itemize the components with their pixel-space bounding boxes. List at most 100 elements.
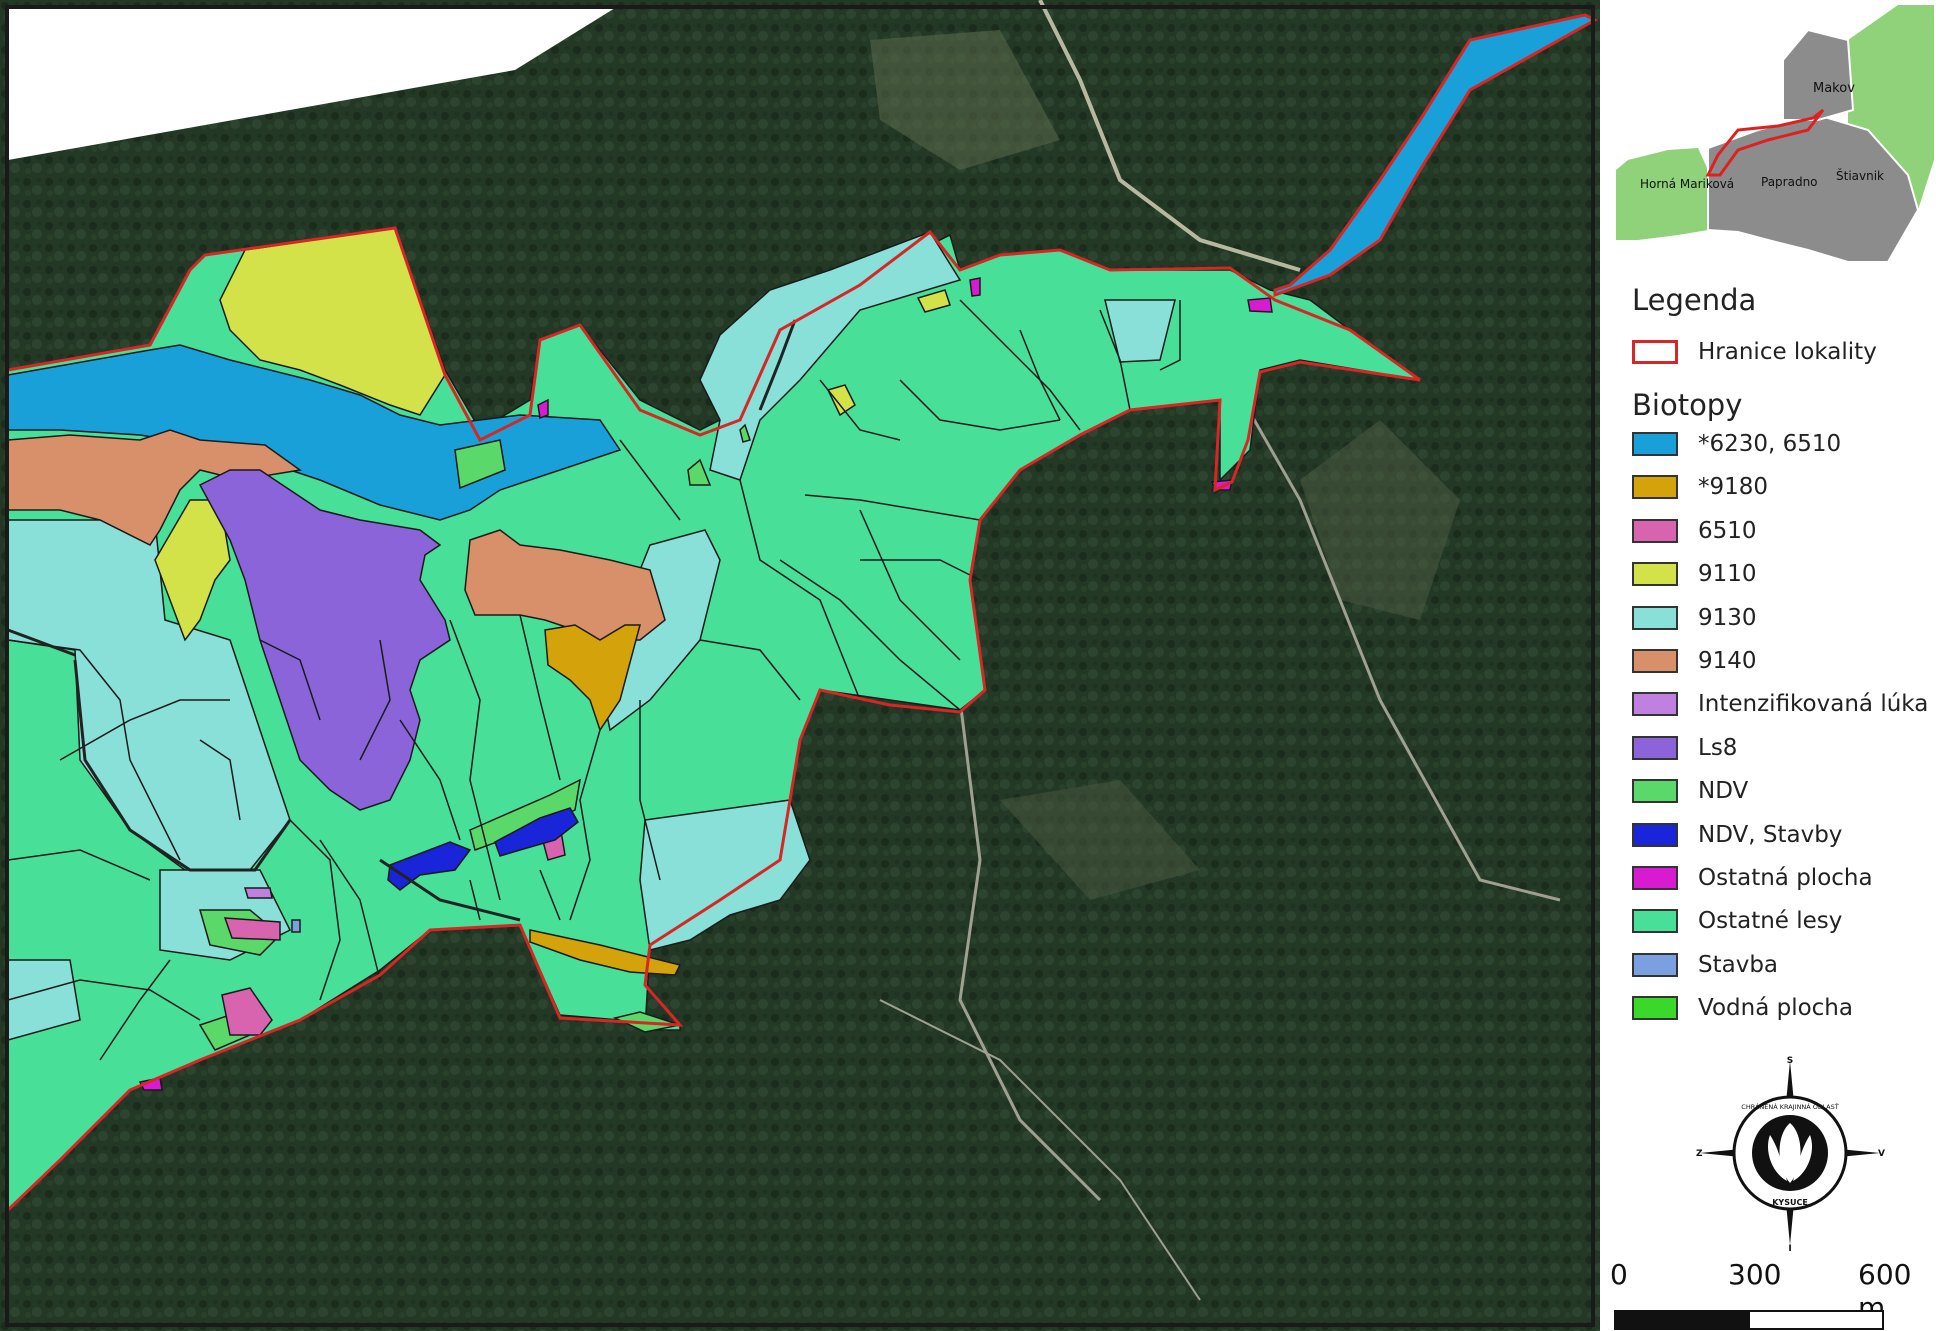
legend-swatch	[1632, 649, 1678, 673]
forest-road	[958, 699, 1102, 1202]
compass-label-west: Z	[1696, 1149, 1703, 1159]
legend-swatch	[1632, 736, 1678, 760]
legend-label: Ostatné lesy	[1698, 908, 1843, 934]
compass-emblem-leaf	[1779, 1123, 1801, 1183]
forest-road	[1218, 359, 1561, 902]
habitat-9130[interactable]	[639, 799, 811, 951]
habitat-ndv-stavby[interactable]	[494, 807, 579, 857]
inset-route	[1705, 108, 1825, 177]
habitat-intenzifikovana-luka[interactable]	[243, 887, 273, 899]
habitat-ndv[interactable]	[739, 423, 751, 443]
compass-label-south: J	[1787, 1244, 1791, 1251]
legend-swatch	[1632, 562, 1678, 586]
habitat-9110[interactable]	[154, 499, 231, 642]
no-data-area	[8, 8, 615, 160]
legend-label: Hranice lokality	[1698, 339, 1877, 365]
legend-label: 9130	[1698, 605, 1757, 631]
locality-boundary[interactable]	[6, 226, 1421, 1212]
legend-item-biotop[interactable]: Ostatné lesy	[1632, 907, 1842, 935]
map-frame[interactable]	[0, 0, 1600, 1331]
habitat-9140[interactable]	[464, 529, 666, 641]
legend-swatch	[1632, 996, 1678, 1020]
biotopy-title: Biotopy	[1632, 388, 1743, 422]
legend-item-biotop[interactable]: *9180	[1632, 473, 1768, 501]
habitat-ostatna-plocha[interactable]	[969, 277, 981, 297]
habitat-9130[interactable]	[699, 231, 962, 481]
inset-green-region	[1848, 5, 1934, 210]
habitat-6230-6510[interactable]	[1273, 13, 1599, 298]
inset-label-makov: Makov	[1813, 81, 1855, 96]
habitat-ndv[interactable]	[454, 439, 506, 490]
legend-item-biotop[interactable]: NDV	[1632, 777, 1748, 805]
parcel-lines	[7, 299, 1181, 1061]
legend-item-biotop[interactable]: 6510	[1632, 517, 1757, 545]
legend-label: Stavba	[1698, 952, 1779, 978]
legend-label: Ls8	[1698, 735, 1738, 761]
legend-label: *9180	[1698, 474, 1769, 500]
habitat-ndv[interactable]	[469, 778, 581, 851]
scale-segment-light	[1748, 1310, 1884, 1330]
compass-emblem-leaf	[1767, 1135, 1787, 1181]
habitat-9180[interactable]	[529, 929, 682, 976]
legend-item-boundary[interactable]: Hranice lokality	[1632, 338, 1877, 366]
compass-ring-bottom-text: KYSUCE	[1772, 1198, 1808, 1207]
compass-rose: CHRÁNENÁ KRAJINNÁ OBLASŤ KYSUCE S J Z V	[1696, 1056, 1885, 1251]
boundary-swatch	[1632, 340, 1678, 364]
habitat-6510[interactable]	[221, 987, 273, 1036]
compass-emblem-leaf	[1793, 1135, 1813, 1181]
habitat-9110[interactable]	[826, 384, 856, 417]
compass-label-north: S	[1787, 1056, 1793, 1066]
map-border	[5, 5, 1595, 1327]
habitat-6510[interactable]	[223, 917, 281, 941]
legend-label: NDV, Stavby	[1698, 822, 1843, 848]
scale-segment-dark	[1614, 1310, 1750, 1330]
habitat-ndv[interactable]	[687, 458, 712, 486]
map-sidebar: Makov Horná Mariková Papradno Štiavnik L…	[1600, 0, 1936, 1331]
scale-label-600: 600 m	[1858, 1258, 1912, 1324]
legend-label: Ostatná plocha	[1698, 865, 1873, 891]
legend-swatch	[1632, 909, 1678, 933]
inset-label-papradno: Papradno	[1761, 175, 1818, 189]
legend-label: 6510	[1698, 518, 1757, 544]
habitat-9180[interactable]	[544, 624, 641, 732]
habitat-stavba[interactable]	[291, 919, 301, 933]
legend-label: 9110	[1698, 561, 1757, 587]
inset-label-stiavnik: Štiavnik	[1836, 168, 1884, 183]
scale-label-300: 300	[1728, 1258, 1782, 1291]
legend-swatch	[1632, 519, 1678, 543]
habitat-ostatna-plocha[interactable]	[537, 398, 549, 420]
legend-item-biotop[interactable]: Stavba	[1632, 951, 1778, 979]
inset-locator-map[interactable]: Makov Horná Mariková Papradno Štiavnik	[1608, 0, 1934, 268]
legend-item-biotop[interactable]: Ls8	[1632, 734, 1737, 762]
clearing	[870, 30, 1060, 170]
habitat-ls8[interactable]	[198, 469, 451, 811]
legend-swatch	[1632, 866, 1678, 890]
legend-swatch	[1632, 779, 1678, 803]
habitat-map[interactable]	[0, 0, 1600, 1331]
legend-item-biotop[interactable]: *6230, 6510	[1632, 430, 1841, 458]
legend-item-biotop[interactable]: Vodná plocha	[1632, 994, 1853, 1022]
legend-label: NDV	[1698, 778, 1749, 804]
inset-gray-region	[1782, 28, 1855, 121]
legend-item-biotop[interactable]: 9110	[1632, 560, 1757, 588]
legend-item-biotop[interactable]: 9140	[1632, 647, 1757, 675]
legend-item-biotop[interactable]: 9130	[1632, 604, 1757, 632]
legend-label: *6230, 6510	[1698, 431, 1842, 457]
legend-item-biotop[interactable]: NDV, Stavby	[1632, 821, 1842, 849]
habitat-ostatna-plocha[interactable]	[1247, 297, 1273, 313]
scale-label-0: 0	[1610, 1258, 1628, 1291]
legend-item-biotop[interactable]: Intenzifikovaná lúka	[1632, 690, 1928, 718]
habitat-9110[interactable]	[916, 289, 951, 313]
scale-bar	[1614, 1310, 1884, 1330]
compass-ring-top-text: CHRÁNENÁ KRAJINNÁ OBLASŤ	[1741, 1102, 1838, 1111]
habitat-9130[interactable]	[1104, 299, 1176, 363]
legend-item-biotop[interactable]: Ostatná plocha	[1632, 864, 1873, 892]
inset-label-horna-marikova: Horná Mariková	[1640, 177, 1734, 191]
compass-label-east: V	[1878, 1149, 1885, 1159]
legend-swatch	[1632, 606, 1678, 630]
legend-swatch	[1632, 475, 1678, 499]
legend-swatch	[1632, 953, 1678, 977]
legend-swatch	[1632, 823, 1678, 847]
clearing	[1000, 780, 1200, 900]
legend-swatch	[1632, 432, 1678, 456]
